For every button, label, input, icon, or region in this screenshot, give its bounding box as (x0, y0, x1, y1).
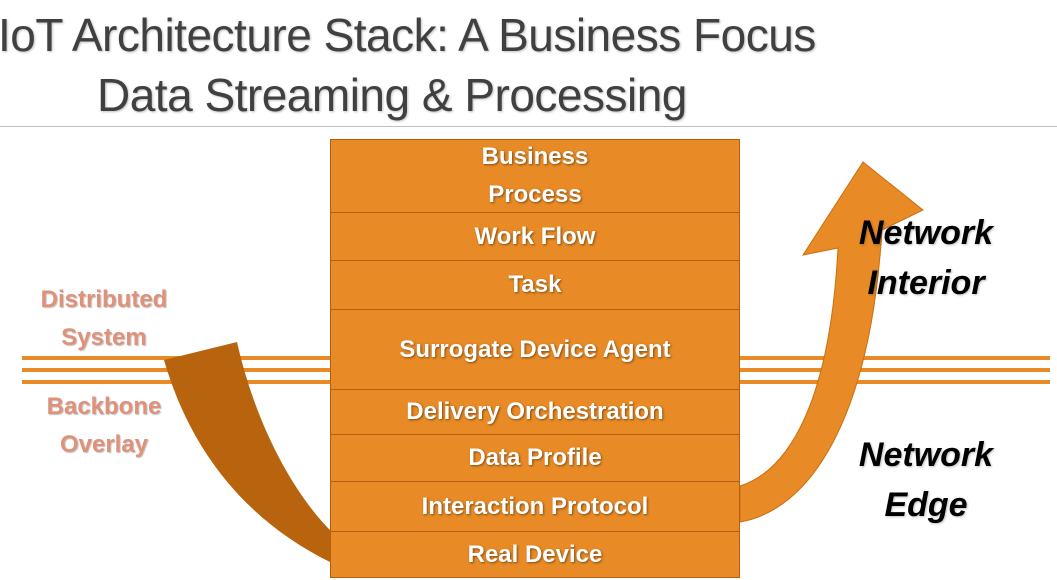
label-backbone-overlay: Backbone Overlay (46, 393, 162, 458)
layer-surrogate-device-agent: Surrogate Device Agent (330, 309, 740, 390)
layer-task: Task (330, 260, 740, 310)
title-divider (0, 126, 1057, 127)
layer-data-profile: Data Profile (330, 434, 740, 482)
layer-business-process: Business Process (330, 139, 740, 213)
label-network-edge: Network Edge (858, 436, 994, 524)
layer-work-flow: Work Flow (330, 212, 740, 261)
layer-real-device: Real Device (330, 531, 740, 578)
title-line-2: Data Streaming & Processing (97, 69, 687, 121)
left-curved-arrow (164, 342, 330, 562)
title-line-1: IoT Architecture Stack: A Business Focus (0, 9, 816, 61)
layer-interaction-protocol: Interaction Protocol (330, 481, 740, 532)
bus-lines-right (740, 356, 1050, 384)
label-network-interior: Network Interior (858, 214, 994, 302)
right-curved-arrow (739, 161, 924, 523)
layer-delivery-orchestration: Delivery Orchestration (330, 389, 740, 435)
label-distributed-system: Distributed System (40, 286, 168, 351)
